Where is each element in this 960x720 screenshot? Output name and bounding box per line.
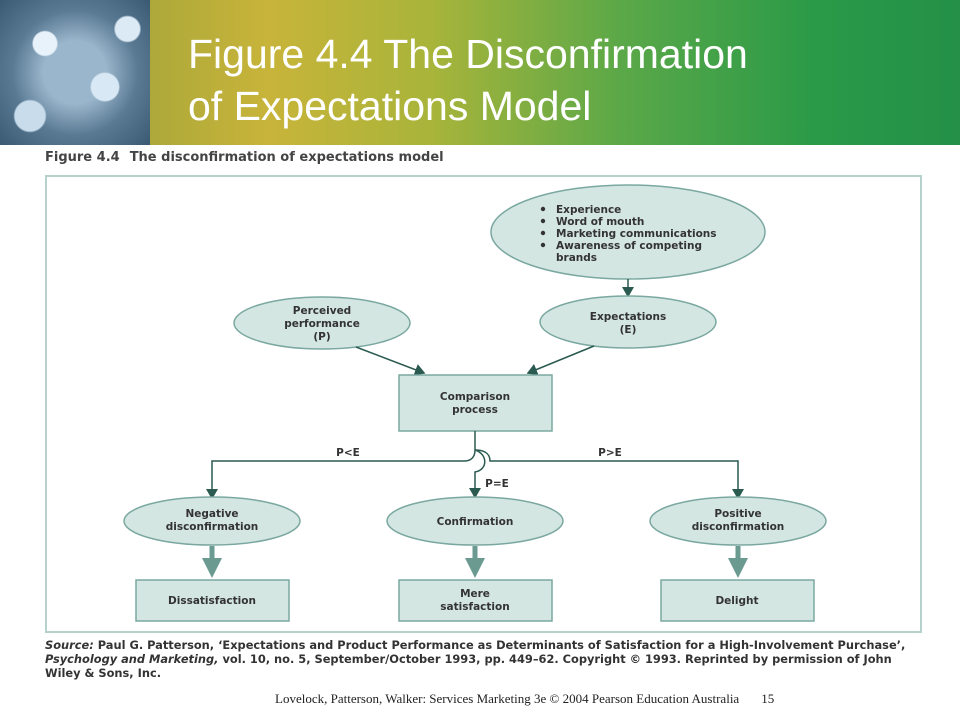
negative-disconfirmation-ellipse [123, 496, 301, 546]
mere-satisfaction-box [398, 579, 553, 622]
mere-satisfaction-label-2: satisfaction [440, 601, 509, 613]
frost-flower-photo [0, 0, 150, 145]
figure-caption-text: The disconfirmation of expectations mode… [129, 150, 444, 165]
influence-item: Marketing communications [556, 228, 717, 240]
mere-satisfaction-label-1: Mere [460, 588, 490, 600]
branch-mid-connector [469, 449, 486, 499]
influence-item: brands [556, 252, 597, 264]
branch-right-connector [474, 449, 744, 500]
arrow-expectations-comparison [526, 345, 595, 376]
dissatisfaction-box [135, 579, 290, 622]
slide-title-line2: of Expectations Model [188, 83, 592, 129]
arrow-perceived-comparison [355, 346, 426, 376]
comparison-label-1: Comparison [440, 391, 510, 403]
influence-item: Word of mouth [556, 216, 644, 228]
source-journal: Psychology and Marketing, [45, 652, 219, 666]
branch-left-connector [206, 449, 476, 500]
figure-number: Figure 4.4 [45, 150, 120, 165]
title-banner [0, 0, 960, 145]
page-number: 15 [761, 691, 775, 706]
diagram-frame [45, 175, 922, 633]
bullet-icon [540, 230, 546, 236]
influence-item: Experience [556, 204, 621, 216]
footer-credit: Lovelock, Patterson, Walker: Services Ma… [275, 691, 740, 706]
comparison-process-box [398, 374, 553, 432]
slide-title-line1: Figure 4.4 The Disconfirmation [188, 31, 748, 77]
bullet-icon [540, 206, 546, 212]
source-text-2: vol. 10, no. 5, September/October 1993, … [45, 652, 892, 680]
perceived-label-1: Perceived [293, 305, 351, 317]
slide-title: Figure 4.4 The Disconfirmation of Expect… [188, 28, 928, 132]
perceived-performance-ellipse [233, 296, 411, 350]
slide-footer: Lovelock, Patterson, Walker: Services Ma… [275, 691, 774, 707]
source-text-1: Paul G. Patterson, ‘Expectations and Pro… [97, 638, 906, 652]
dissatisfaction-label: Dissatisfaction [168, 595, 256, 607]
branch-right-label: P>E [598, 447, 622, 459]
bullet-icon [540, 242, 546, 248]
perceived-label-3: (P) [313, 331, 330, 343]
perceived-label-2: performance [284, 318, 360, 330]
influences-list: Experience Word of mouth Marketing commu… [540, 204, 717, 264]
expectations-label-2: (E) [620, 324, 637, 336]
expectations-ellipse [539, 295, 717, 349]
delight-label: Delight [715, 595, 758, 607]
comparison-label-2: process [452, 404, 498, 416]
negative-label-1: Negative [185, 508, 238, 520]
positive-label-1: Positive [714, 508, 761, 520]
confirmation-ellipse [386, 496, 564, 546]
figure-caption: Figure 4.4 The disconfirmation of expecta… [45, 150, 444, 165]
positive-label-2: disconfirmation [692, 521, 785, 533]
source-label: Source: [45, 638, 94, 652]
source-citation: Source: Paul G. Patterson, ‘Expectations… [45, 638, 930, 680]
branch-left-label: P<E [336, 447, 360, 459]
delight-box [660, 579, 815, 622]
bullet-icon [540, 218, 546, 224]
branch-mid-label: P=E [485, 478, 509, 490]
positive-disconfirmation-ellipse [649, 496, 827, 546]
expectations-label-1: Expectations [590, 311, 666, 323]
confirmation-label: Confirmation [437, 516, 514, 528]
influence-item: Awareness of competing [556, 240, 702, 252]
negative-label-2: disconfirmation [166, 521, 259, 533]
